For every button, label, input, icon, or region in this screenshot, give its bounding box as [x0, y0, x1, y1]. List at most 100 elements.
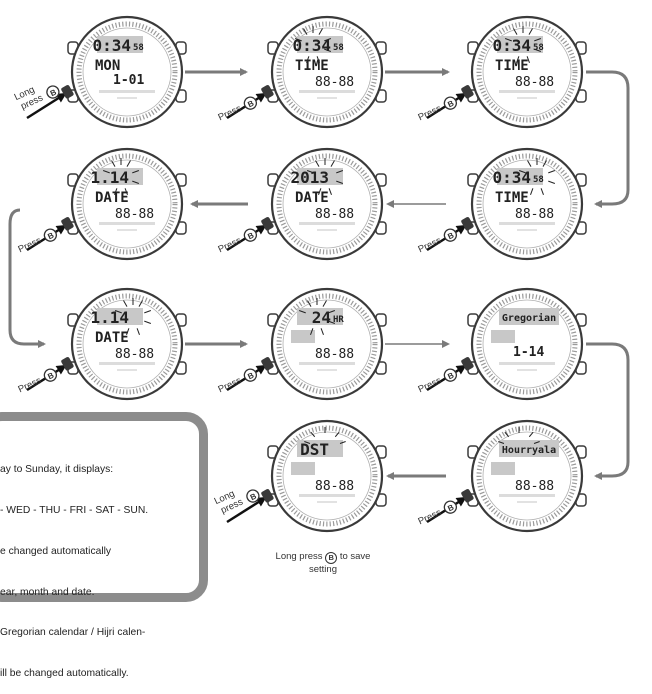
flash-ray: [548, 170, 556, 174]
flash-ray: [526, 56, 530, 64]
lcd-indicator-row: [317, 501, 337, 503]
flash-ray: [530, 188, 534, 196]
b-button-letter: B: [446, 371, 455, 382]
b-button-icon: [43, 228, 58, 242]
flash-ray: [322, 300, 327, 307]
flash-ray: [328, 320, 336, 324]
note-line: ear, month and date.: [0, 586, 95, 598]
lcd-top-text: 2013: [290, 168, 329, 187]
flash-ray: [144, 320, 152, 324]
bezel-scale: [476, 293, 578, 395]
flash-ray: [534, 38, 542, 42]
press-label-text: Press: [417, 507, 444, 527]
b-button-icon: [246, 489, 260, 503]
lcd-mid-text: MON: [95, 58, 120, 74]
b-button-icon: [443, 228, 458, 242]
crown-button: [261, 85, 274, 99]
lcd-top-text: Gregorian: [502, 312, 556, 324]
flash-ray: [527, 160, 532, 167]
lcd-mid-text: TIME: [495, 58, 529, 74]
lcd-indicator-row: [499, 362, 555, 365]
flash-ray: [102, 170, 110, 174]
b-button-icon: [243, 96, 258, 110]
lcd-top-suffix: 58: [533, 175, 544, 185]
b-button-icon: [443, 500, 458, 514]
flash-ray: [315, 160, 320, 167]
bezel-scale: [476, 21, 578, 123]
lcd-top-text: 24: [312, 308, 331, 327]
crown-button: [461, 85, 474, 99]
lcd-mid-block: [291, 330, 315, 343]
flash-ray: [324, 48, 332, 52]
b-button-letter: B: [246, 99, 255, 110]
flash-ray: [513, 28, 518, 35]
lcd-bottom-text: 1-14: [513, 345, 544, 360]
lcd-top-text: DST: [300, 440, 329, 459]
caption-line2: setting: [309, 564, 337, 575]
bezel-scale: [76, 293, 178, 395]
lcd-indicator-row: [317, 369, 337, 371]
lcd-ghost-digits: 88-88: [115, 207, 154, 222]
flash-ray: [114, 188, 118, 196]
lcd-ghost-digits: 88-88: [315, 479, 354, 494]
flash-ray: [336, 170, 344, 174]
b-button-icon: [46, 85, 60, 99]
flash-ray: [303, 28, 308, 35]
crown-button: [461, 357, 474, 371]
crown-button: [461, 489, 474, 503]
lcd-highlight: [297, 440, 343, 457]
flash-ray: [114, 310, 122, 314]
flash-ray: [504, 38, 512, 42]
bezel-scale: [76, 21, 178, 123]
lcd-highlight: [97, 308, 143, 325]
lcd-highlight: [297, 168, 343, 185]
save-caption: Long press B to save setting: [268, 551, 378, 575]
lcd-indicator-row: [117, 369, 137, 371]
lcd-indicator-row: [317, 97, 337, 99]
press-arrow: [226, 496, 267, 524]
flash-ray: [518, 170, 526, 174]
lcd-mid-block: [491, 462, 515, 475]
flash-ray: [542, 160, 547, 167]
b-button-icon: [243, 368, 258, 382]
flash-ray: [298, 310, 306, 314]
note-line: ill be changed automatically.: [0, 668, 129, 680]
flow-arrow-6: [8, 208, 46, 348]
note-line: ay to Sunday, it displays:: [0, 464, 114, 476]
flash-ray: [304, 441, 311, 444]
lcd-indicator-row: [517, 369, 537, 371]
lcd-top-text: 0:34: [492, 36, 531, 55]
press-label-text: Press: [17, 375, 44, 395]
lcd-highlight: [499, 308, 559, 325]
flash-ray: [336, 180, 344, 184]
lcd-top-text: Hourryala: [502, 445, 556, 456]
lcd-top-text: 1.14: [90, 168, 129, 187]
lcd-indicator-row: [299, 222, 355, 225]
lcd-top-suffix: 58: [333, 43, 344, 53]
lcd-indicator-row: [499, 494, 555, 497]
note-line: e changed automatically: [0, 545, 112, 557]
press-label-text: Press: [217, 235, 244, 255]
lcd-ghost-digits: 88-88: [515, 75, 554, 90]
b-button-letter: B: [446, 231, 455, 242]
lcd-indicator-row: [117, 97, 137, 99]
bezel-scale: [476, 153, 578, 255]
lcd-highlight: [497, 168, 543, 185]
flash-ray: [132, 180, 140, 184]
crown-button: [61, 357, 74, 371]
lcd-indicator-row: [99, 222, 155, 225]
lcd-mid-text: DATE: [95, 190, 129, 206]
flash-ray: [318, 188, 322, 196]
lcd-ghost-digits: 88-88: [515, 207, 554, 222]
lcd-ghost-digits: 88-88: [115, 347, 154, 362]
lcd-ghost-digits: 88-88: [515, 479, 554, 494]
